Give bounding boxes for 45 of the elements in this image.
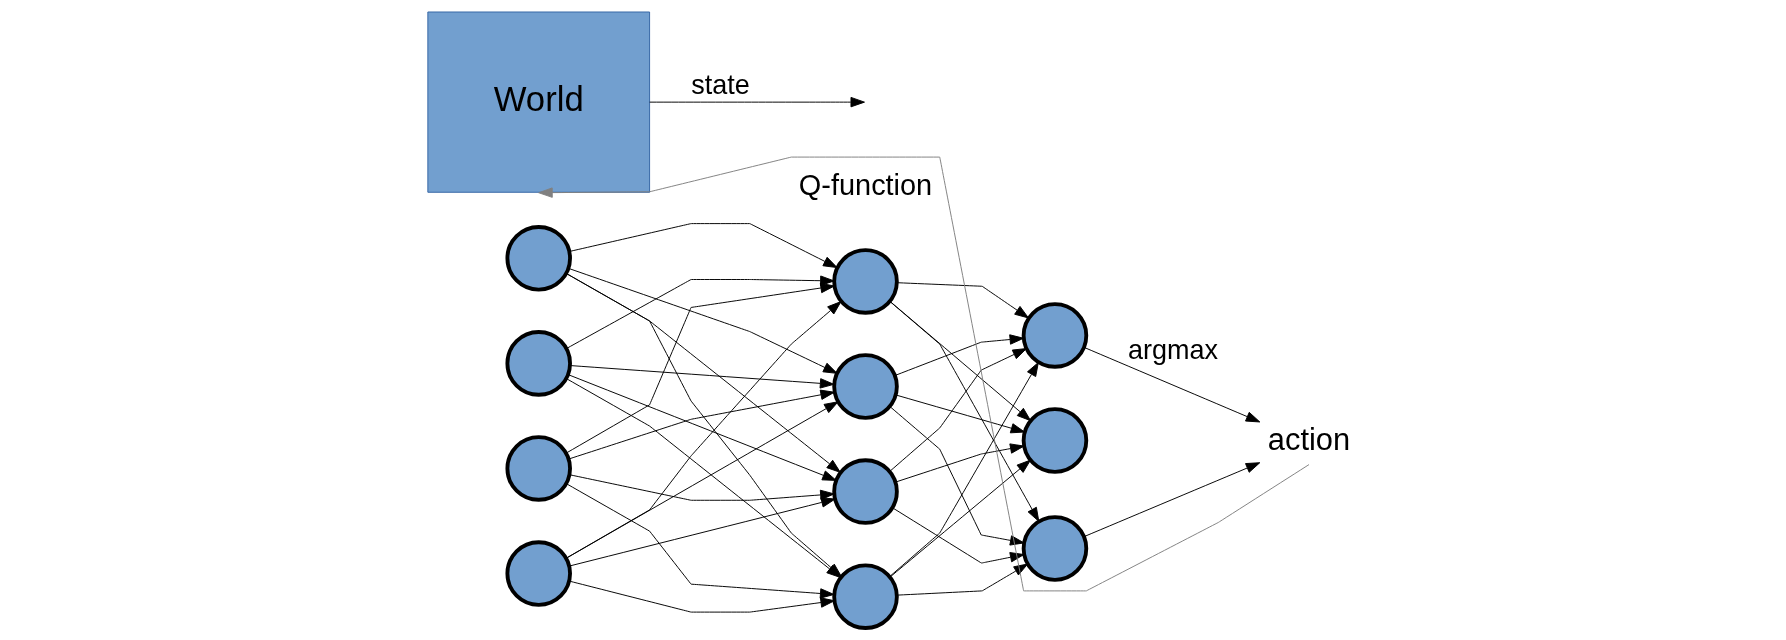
- arrow: [896, 282, 1029, 319]
- arrow: [568, 267, 838, 374]
- arrow: [569, 223, 838, 269]
- arrow: [896, 563, 1029, 596]
- node-circle: [505, 435, 572, 502]
- node-circle: [1021, 407, 1089, 474]
- node-circle: [832, 248, 899, 315]
- arrow: [569, 474, 835, 501]
- arrow: [565, 401, 839, 559]
- arrow: [889, 362, 1039, 578]
- arrow: [565, 275, 835, 350]
- arrow: [565, 273, 841, 473]
- arrow: [1083, 346, 1261, 423]
- node-circle: [832, 563, 899, 630]
- arrow: [892, 507, 1025, 564]
- edge-label: state: [691, 69, 750, 100]
- arrow: [568, 389, 835, 460]
- arrow: [538, 156, 1310, 592]
- arrow: [649, 96, 865, 108]
- node-circle: [832, 353, 899, 420]
- arrow: [889, 301, 1040, 522]
- node-circle: [505, 225, 572, 292]
- arrow: [889, 406, 1025, 546]
- arrow: [1083, 462, 1261, 538]
- arrow: [889, 459, 1031, 578]
- node-circle: [1021, 515, 1089, 582]
- arrow: [894, 443, 1025, 483]
- arrow: [569, 365, 835, 389]
- label: Q-function: [798, 169, 933, 202]
- node-circle: [1021, 302, 1089, 369]
- node-text: action: [1267, 422, 1351, 458]
- arrow: [565, 483, 835, 599]
- arrow: [568, 580, 835, 613]
- arrow: [565, 301, 842, 559]
- node-circle: [505, 540, 572, 607]
- arrow: [568, 497, 836, 567]
- node-circle: [832, 458, 899, 525]
- node-circle: [505, 330, 572, 397]
- edge-label: argmax: [1128, 334, 1219, 365]
- arrow: [889, 348, 1027, 472]
- node-box: World: [427, 11, 651, 193]
- arrow: [894, 334, 1025, 376]
- arrow: [565, 282, 835, 454]
- arrow: [567, 374, 837, 481]
- arrow: [895, 394, 1026, 434]
